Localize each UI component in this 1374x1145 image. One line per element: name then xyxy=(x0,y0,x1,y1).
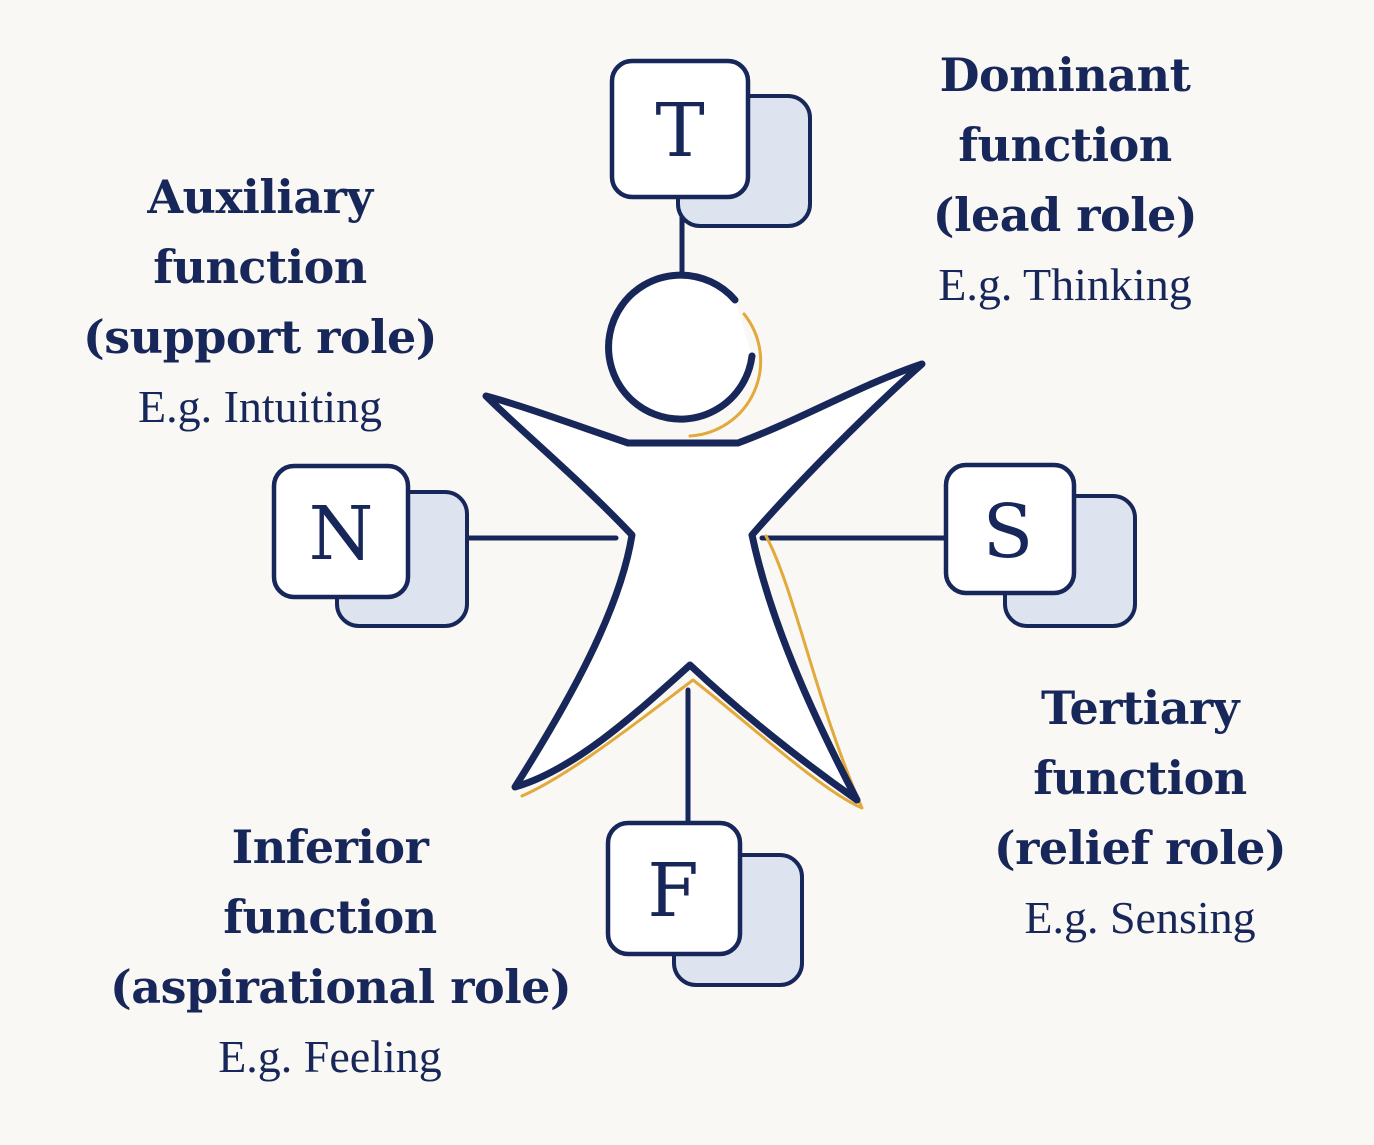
card-inferior-front xyxy=(605,820,743,957)
figure-gold-accent xyxy=(520,312,864,810)
auxiliary-title-line-1: Auxiliary xyxy=(147,170,373,224)
figure-head xyxy=(605,271,756,423)
dominant-example: E.g. Thinking xyxy=(938,259,1192,310)
auxiliary-function-label: Auxiliary function (support role) E.g. I… xyxy=(80,162,440,442)
letter-n: N xyxy=(309,491,374,577)
tertiary-function-label: Tertiary function (relief role) E.g. Sen… xyxy=(990,673,1290,953)
auxiliary-example: E.g. Intuiting xyxy=(137,381,383,432)
connector-lines xyxy=(465,195,949,826)
dominant-title: Dominant function (lead role) xyxy=(900,40,1230,250)
tertiary-title-line-1: Tertiary xyxy=(1041,681,1239,735)
tertiary-title: Tertiary function (relief role) xyxy=(990,673,1290,883)
letter-t: T xyxy=(655,88,704,174)
dominant-title-line-3: (lead role) xyxy=(932,188,1198,242)
dominant-title-line-1: Dominant xyxy=(939,48,1191,102)
inferior-example: E.g. Feeling xyxy=(218,1031,442,1082)
card-dominant-front xyxy=(609,58,751,200)
inferior-function-label: Inferior function (aspirational role) E.… xyxy=(110,812,572,1092)
inferior-title: Inferior function (aspirational role) xyxy=(110,812,572,1022)
letter-s: S xyxy=(983,489,1034,575)
card-auxiliary-front xyxy=(271,463,411,600)
inferior-title-line-2: function xyxy=(223,890,437,944)
card-dominant: T xyxy=(609,58,812,228)
auxiliary-title-line-2: function xyxy=(153,240,367,294)
figure-body xyxy=(482,360,926,804)
card-tertiary: S xyxy=(943,462,1137,628)
tertiary-example: E.g. Sensing xyxy=(1024,892,1256,943)
tertiary-title-line-3: (relief role) xyxy=(993,821,1287,875)
auxiliary-title: Auxiliary function (support role) xyxy=(80,162,440,372)
card-inferior: F xyxy=(605,820,804,987)
card-tertiary-front xyxy=(943,462,1077,596)
dominant-title-line-2: function xyxy=(958,118,1172,172)
auxiliary-title-line-3: (support role) xyxy=(82,310,438,364)
dominant-function-label: Dominant function (lead role) E.g. Think… xyxy=(900,40,1230,320)
inferior-title-line-1: Inferior xyxy=(231,820,429,874)
letter-f: F xyxy=(647,848,698,934)
tertiary-title-line-2: function xyxy=(1033,751,1247,805)
inferior-title-line-3: (aspirational role) xyxy=(110,960,572,1014)
card-auxiliary: N xyxy=(271,463,469,628)
